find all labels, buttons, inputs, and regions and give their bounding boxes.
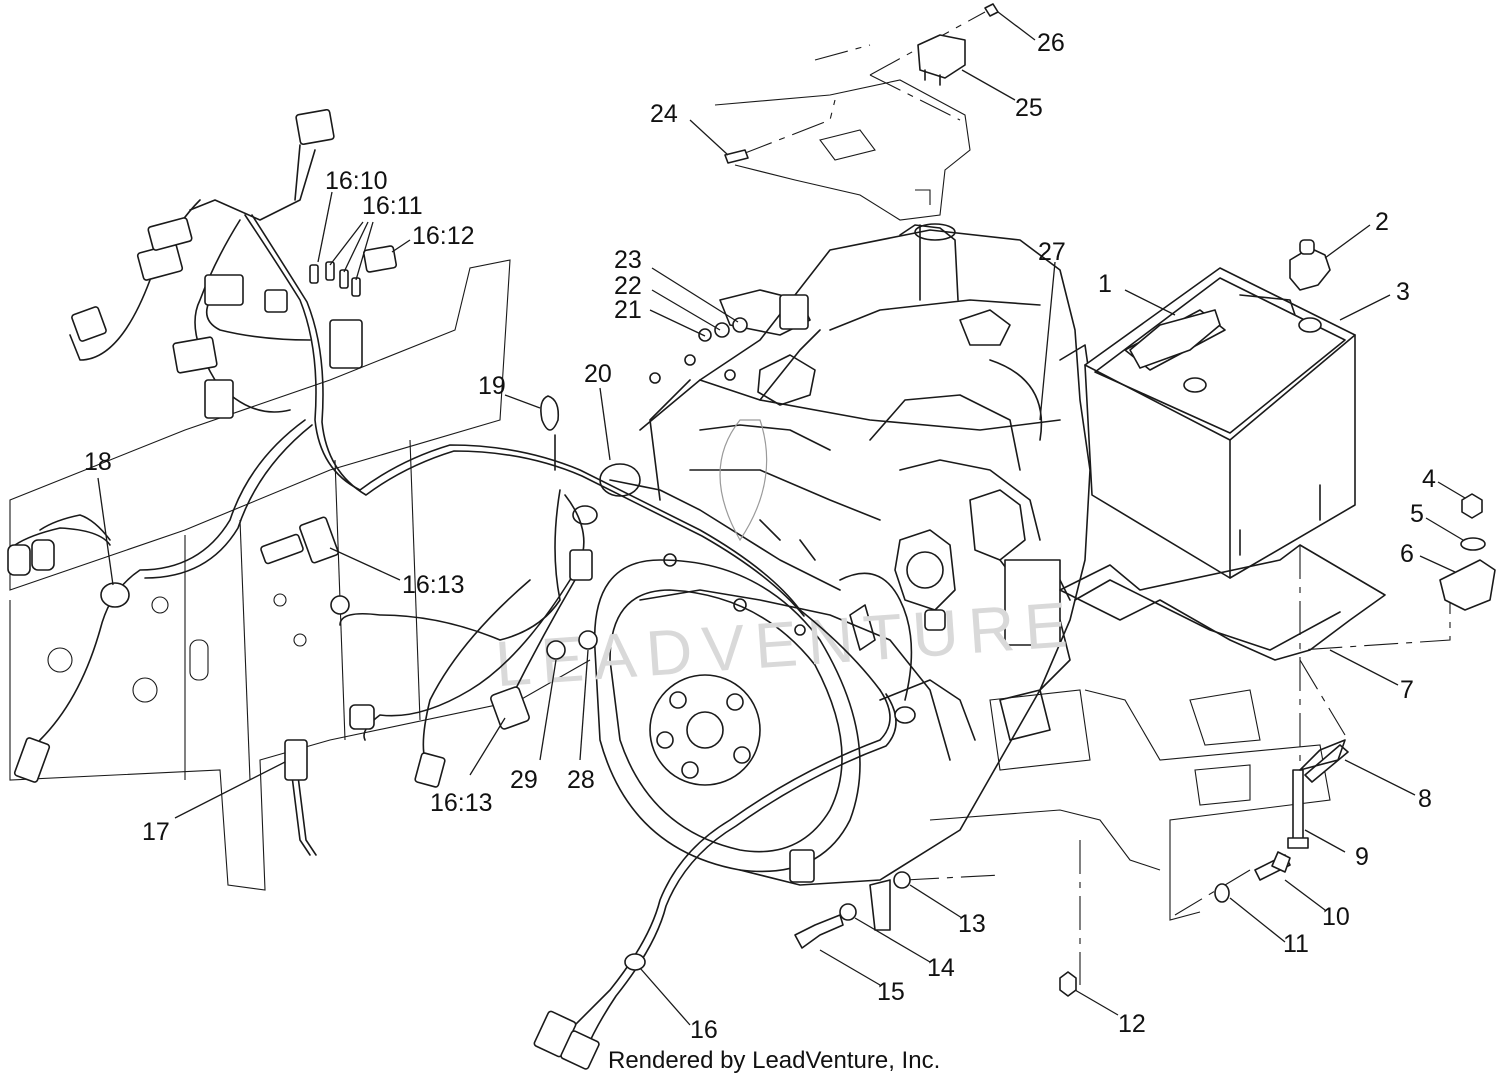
wiring-harness bbox=[14, 144, 913, 1051]
fasteners bbox=[546, 3, 1349, 997]
callout-13: 13 bbox=[958, 910, 986, 938]
callout-19: 19 bbox=[478, 372, 506, 400]
callout-26: 26 bbox=[1037, 29, 1065, 57]
callout-16-12: 16:12 bbox=[412, 222, 475, 250]
callout-17: 17 bbox=[142, 818, 170, 846]
callout-12: 12 bbox=[1118, 1010, 1146, 1038]
connectors bbox=[7, 108, 1346, 1070]
callout-10: 10 bbox=[1322, 903, 1350, 931]
callout-11: 11 bbox=[1283, 930, 1309, 958]
callout-15: 15 bbox=[877, 978, 905, 1006]
callout-16-13-upper: 16:13 bbox=[402, 571, 465, 599]
callout-9: 9 bbox=[1355, 843, 1369, 871]
callout-16-10: 16:10 bbox=[325, 167, 388, 195]
callout-4: 4 bbox=[1422, 465, 1436, 493]
callout-22: 22 bbox=[614, 272, 642, 300]
callout-29: 29 bbox=[510, 766, 538, 794]
callout-3: 3 bbox=[1396, 278, 1410, 306]
callout-16-13-lower: 16:13 bbox=[430, 789, 493, 817]
callout-18: 18 bbox=[84, 448, 112, 476]
callout-27: 27 bbox=[1038, 238, 1066, 266]
callout-16-11: 16:11 bbox=[362, 192, 423, 220]
credit-text: Rendered by LeadVenture, Inc. bbox=[608, 1047, 940, 1074]
callout-16: 16 bbox=[690, 1016, 718, 1044]
callout-14: 14 bbox=[927, 954, 955, 982]
callout-21: 21 bbox=[614, 296, 642, 324]
callout-5: 5 bbox=[1410, 500, 1424, 528]
flywheel bbox=[593, 559, 861, 873]
callout-2: 2 bbox=[1375, 208, 1389, 236]
callout-24: 24 bbox=[650, 100, 678, 128]
callout-20: 20 bbox=[584, 360, 612, 388]
callout-25: 25 bbox=[1015, 94, 1043, 122]
watermark-flame-icon bbox=[719, 419, 768, 542]
callout-7: 7 bbox=[1400, 676, 1414, 704]
leader-lines bbox=[97, 11, 1466, 1026]
battery-tray bbox=[1059, 544, 1386, 661]
engine bbox=[609, 223, 1091, 886]
hold-down-parts bbox=[1439, 493, 1496, 611]
battery bbox=[1084, 267, 1356, 579]
callout-28: 28 bbox=[567, 766, 595, 794]
callouts: 1 2 3 4 5 6 7 8 9 10 11 12 13 14 15 16 1… bbox=[84, 29, 1436, 1044]
callout-8: 8 bbox=[1418, 785, 1432, 813]
battery-terminal bbox=[1289, 239, 1331, 291]
callout-1: 1 bbox=[1098, 270, 1112, 298]
callout-23: 23 bbox=[614, 246, 642, 274]
relay bbox=[917, 34, 966, 86]
callout-6: 6 bbox=[1400, 540, 1414, 568]
